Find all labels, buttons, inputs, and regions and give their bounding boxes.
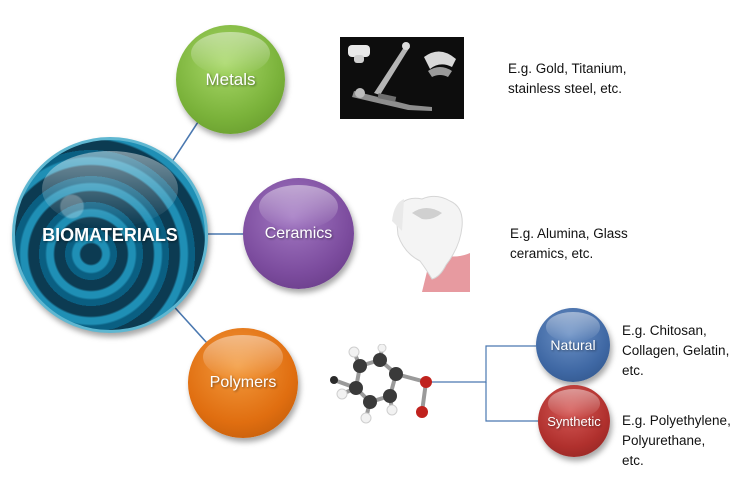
biomaterials-label: BIOMATERIALS — [42, 224, 178, 245]
molecule-model-icon — [330, 344, 436, 428]
connector-synthetic — [485, 382, 538, 422]
connector-metals — [169, 121, 199, 166]
synthetic-label: Synthetic — [547, 413, 601, 429]
synthetic-circle: Synthetic — [538, 385, 610, 457]
polymers-circle: Polymers — [188, 328, 298, 438]
metals-circle: Metals — [176, 25, 285, 134]
tooth-crown-icon — [392, 191, 470, 292]
ceramics-examples: E.g. Alumina, Glass ceramics, etc. — [510, 226, 628, 261]
metals-examples: E.g. Gold, Titanium, stainless steel, et… — [508, 61, 627, 96]
metals-label: Metals — [205, 69, 256, 89]
natural-examples: E.g. Chitosan, Collagen, Gelatin, etc. — [622, 323, 730, 378]
ceramics-circle: Ceramics — [243, 178, 354, 289]
natural-label: Natural — [550, 337, 596, 353]
biomaterials-circle: BIOMATERIALS — [12, 137, 208, 333]
connector-natural — [430, 345, 536, 383]
orthopedic-implants-icon — [340, 37, 464, 119]
synthetic-examples: E.g. Polyethylene, Polyurethane, etc. — [622, 413, 731, 468]
natural-circle: Natural — [536, 308, 610, 382]
polymers-label: Polymers — [209, 374, 277, 391]
ceramics-label: Ceramics — [264, 224, 333, 242]
